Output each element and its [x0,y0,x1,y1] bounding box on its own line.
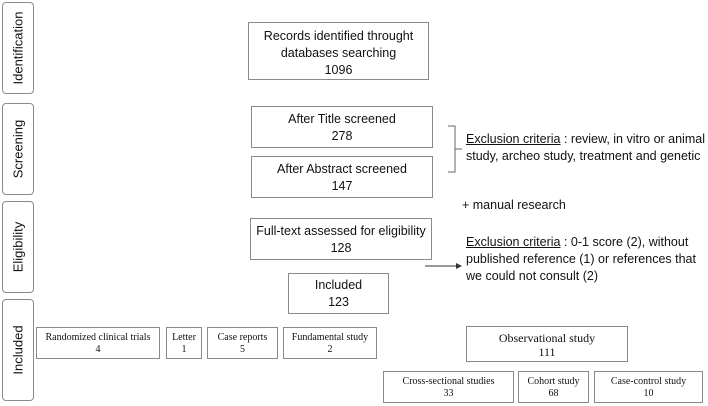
stage-eligibility: Eligibility [2,201,34,293]
case-control-box: Case-control study 10 [594,371,703,403]
cross-sectional-label: Cross-sectional studies [402,376,495,387]
included-box: Included 123 [288,273,389,314]
title-screened-box: After Title screened 278 [251,106,433,148]
case-reports-count: 5 [240,344,245,355]
fulltext-box: Full-text assessed for eligibility 128 [250,218,432,260]
manual-research: + manual research [462,198,566,212]
included-label: Included [314,278,363,292]
cross-sectional-count: 33 [443,388,454,399]
exclusion-criteria-2-line1: : 0-1 score (2), without [560,235,689,249]
fulltext-label: Full-text assessed for eligibility [256,224,426,238]
exclusion-arrow-head [456,263,462,269]
observational-box: Observational study 111 [466,326,628,362]
exclusion-criteria-2-line2: published reference (1) or references th… [466,252,696,266]
records-identified-box: Records identified throught databases se… [248,22,429,80]
fundamental-label: Fundamental study [291,332,369,343]
fundamental-box: Fundamental study 2 [283,327,377,359]
exclusion-criteria-1-line1: : review, in vitro or animal [560,132,705,146]
observational-label: Observational study [498,331,596,345]
cohort-label: Cohort study [527,376,580,387]
rct-box: Randomized clinical trials 4 [36,327,160,359]
exclusion-criteria-1-line2: study, archeo study, treatment and genet… [466,149,701,163]
exclusion-criteria-2-title: Exclusion criteria [466,235,561,249]
abstract-screened-box: After Abstract screened 147 [251,156,433,198]
title-screened-label: After Title screened [288,112,396,126]
case-control-count: 10 [643,388,654,399]
fundamental-count: 2 [327,344,333,355]
letter-label: Letter [172,332,196,343]
included-count: 123 [328,295,349,309]
exclusion-criteria-2-line3: we could not consult (2) [466,269,599,283]
rct-count: 4 [95,344,101,355]
rct-label: Randomized clinical trials [45,332,151,343]
records-line1: Records identified throught [263,29,414,43]
letter-count: 1 [181,344,187,355]
abstract-screened-count: 147 [331,179,353,193]
cross-sectional-box: Cross-sectional studies 33 [383,371,514,403]
records-count: 1096 [324,63,353,77]
title-screened-count: 278 [331,129,353,143]
case-reports-label: Case reports [217,332,268,343]
letter-box: Letter 1 [166,327,202,359]
stage-included: Included [2,299,34,401]
exclusion-criteria-1: Exclusion criteria : review, in vitro or… [466,131,706,165]
case-reports-box: Case reports 5 [207,327,278,359]
observational-count: 111 [538,345,556,359]
stage-identification: Identification [2,2,34,94]
exclusion-criteria-2: Exclusion criteria : 0-1 score (2), with… [466,234,706,285]
case-control-label: Case-control study [610,376,687,387]
abstract-screened-label: After Abstract screened [277,162,407,176]
cohort-box: Cohort study 68 [518,371,589,403]
stage-screening: Screening [2,103,34,195]
cohort-count: 68 [548,388,559,399]
records-line2: databases searching [280,46,397,60]
exclusion-criteria-1-title: Exclusion criteria [466,132,561,146]
exclusion-bracket [448,125,462,173]
fulltext-count: 128 [330,241,352,255]
